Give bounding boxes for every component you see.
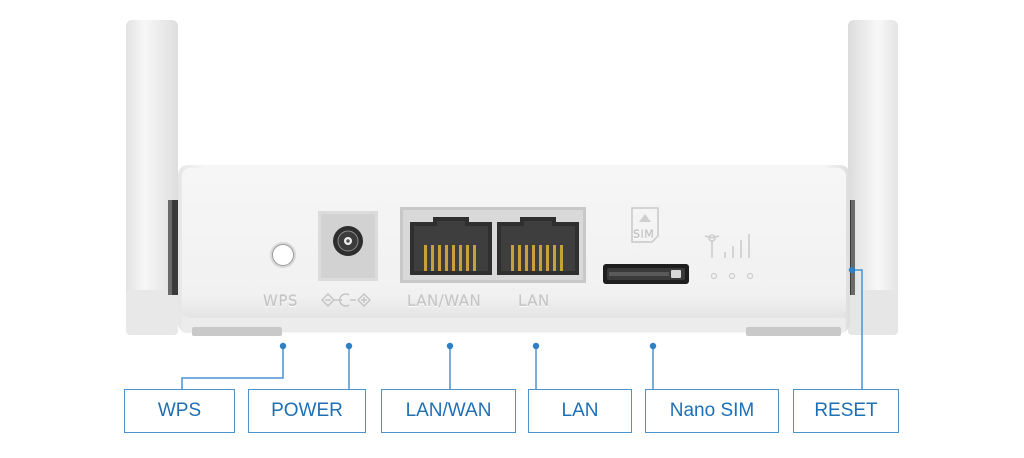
- callout-power[interactable]: POWER: [248, 389, 366, 433]
- callout-anchor-dots: [279, 266, 856, 350]
- callout-lan-wan[interactable]: LAN/WAN: [381, 389, 516, 433]
- lan-port: [497, 217, 579, 275]
- callout-wps[interactable]: WPS: [124, 389, 235, 433]
- engraved-label-lan: LAN: [518, 292, 550, 310]
- right-antenna: [842, 20, 898, 335]
- status-led-dots: [710, 272, 754, 280]
- sim-insert-icon: [631, 207, 659, 243]
- callout-nano-sim[interactable]: Nano SIM: [645, 389, 779, 433]
- callout-leaders: [181, 269, 863, 389]
- dc-polarity-icon: [321, 293, 371, 307]
- engraved-label-lan-wan: LAN/WAN: [407, 292, 482, 310]
- lan-wan-port: [410, 217, 492, 275]
- signal-strength-icon: [704, 234, 750, 258]
- engraved-label-sim: SIM: [633, 228, 655, 241]
- nano-sim-slot: [603, 264, 689, 284]
- power-jack: [318, 211, 378, 281]
- ethernet-port-block: [400, 207, 586, 283]
- callout-reset[interactable]: RESET: [793, 389, 899, 433]
- wps-button: [270, 242, 296, 268]
- left-antenna: [126, 20, 180, 335]
- engraved-label-wps: WPS: [263, 292, 298, 310]
- callout-lan[interactable]: LAN: [528, 389, 632, 433]
